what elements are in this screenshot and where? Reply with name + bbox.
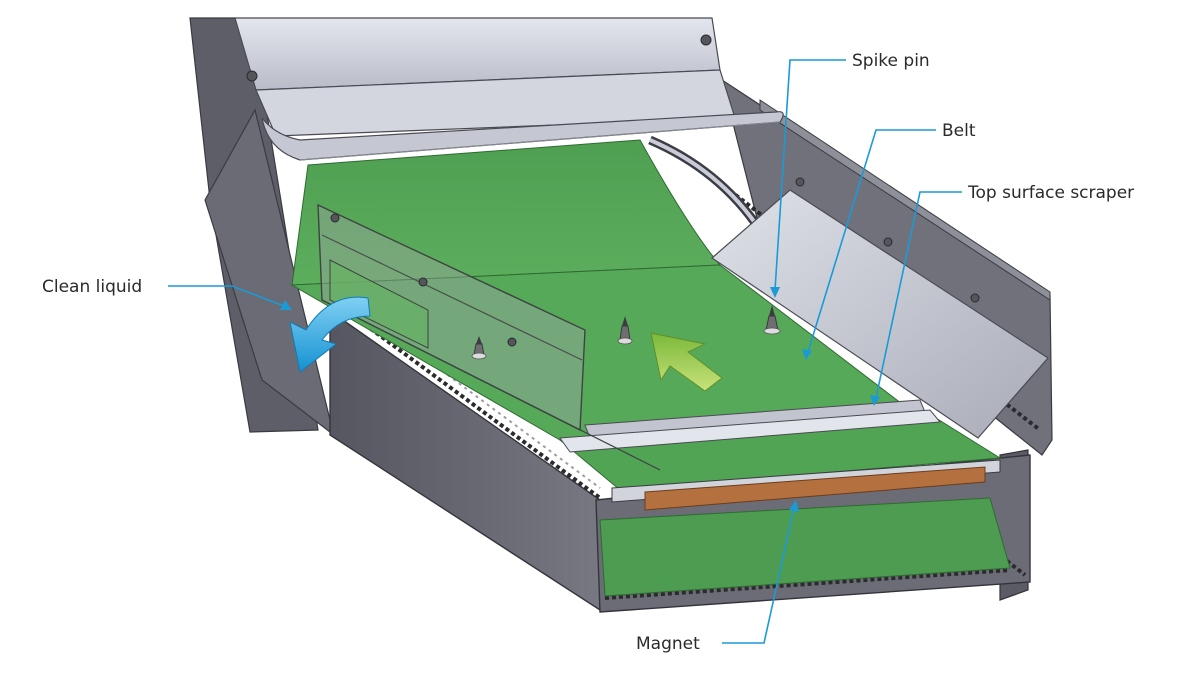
top-hood <box>234 17 784 161</box>
side-scraper-plate <box>711 177 1049 439</box>
label-belt: Belt <box>942 121 976 141</box>
transparent-guard <box>317 203 661 471</box>
magnet-bar <box>611 459 1001 511</box>
top-surface-scraper-bar <box>559 399 942 453</box>
label-top-surface-scraper: Top surface scraper <box>967 183 1134 203</box>
label-clean-liquid: Clean liquid <box>42 277 142 297</box>
label-spike-pin: Spike pin <box>852 51 930 71</box>
spike-pin-icon <box>617 316 633 345</box>
spike-pins <box>471 305 781 360</box>
spike-pin-icon <box>763 305 781 335</box>
belt-direction-arrow <box>650 332 723 392</box>
callouts: Spike pin Belt Top surface scraper Clean… <box>42 51 1134 654</box>
clean-liquid-flow-arrow <box>289 296 371 373</box>
spike-pin-icon <box>471 336 487 360</box>
label-magnet: Magnet <box>636 634 700 654</box>
